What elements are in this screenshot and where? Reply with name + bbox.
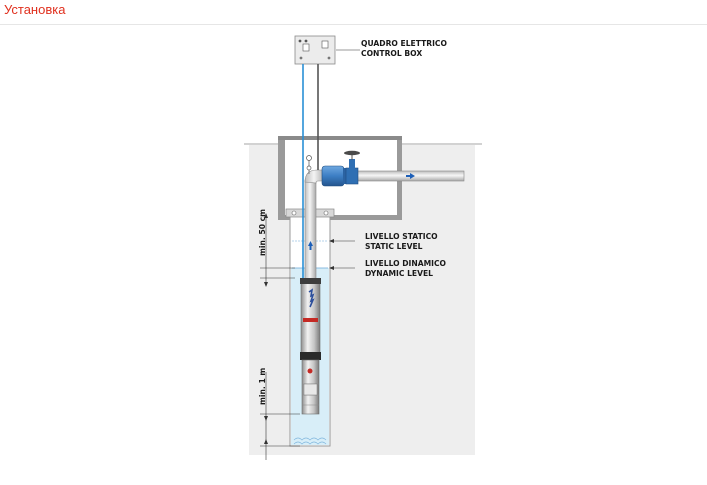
- control-box-label-en: CONTROL BOX: [361, 49, 422, 58]
- control-box: [294, 35, 336, 65]
- submersible-pump: [300, 278, 321, 415]
- leader-lines: [329, 49, 360, 270]
- static-level-label-it: LIVELLO STATICO: [365, 232, 438, 241]
- gate-valve: [344, 150, 360, 185]
- dynamic-level-label-en: DYNAMIC LEVEL: [365, 269, 433, 278]
- pressure-gauge: [306, 155, 312, 174]
- power-cables: [302, 64, 319, 290]
- dynamic-level-label-it: LIVELLO DINAMICO: [365, 259, 447, 268]
- section-header: Установка: [0, 0, 707, 25]
- borehole-bottom: [293, 437, 327, 445]
- section-title: Установка: [4, 2, 66, 17]
- min-1m-label: min. 1 m: [258, 368, 267, 405]
- control-box-label-it: QUADRO ELETTRICO: [361, 39, 448, 48]
- static-level-label-en: STATIC LEVEL: [365, 242, 423, 251]
- dimension-lines: [260, 213, 300, 460]
- installation-diagram: QUADRO ELETTRICO CONTROL BOX LIVELLO STA…: [244, 35, 482, 460]
- check-valve: [321, 165, 346, 187]
- min-50cm-label: min. 50 cm: [258, 209, 267, 256]
